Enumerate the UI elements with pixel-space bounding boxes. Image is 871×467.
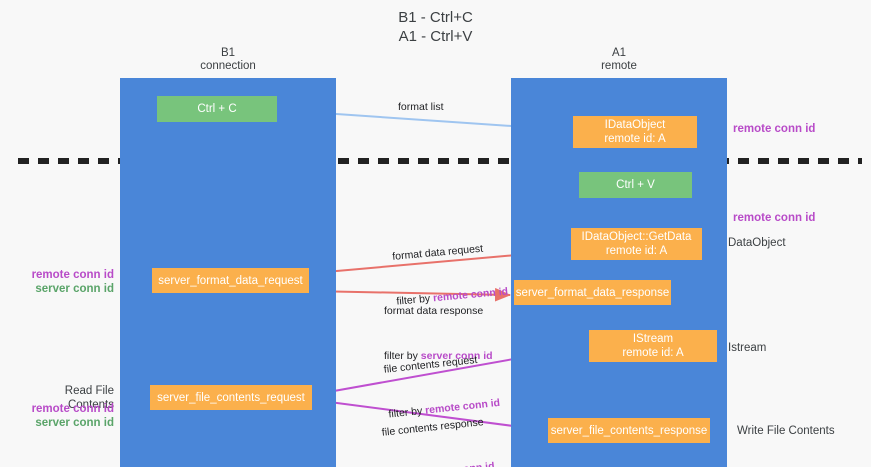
node-server-file-contents-response-label: server_file_contents_response xyxy=(550,424,708,437)
node-ctrl-v-label: Ctrl + V xyxy=(616,179,655,191)
node-idataobject-line1: IDataObject xyxy=(604,119,666,131)
arrow-file-contents-response xyxy=(313,399,545,435)
flow-label-file-contents-request-title: file contents request xyxy=(383,354,478,376)
column-header-right: A1 remote xyxy=(601,47,637,72)
annotation-remote-conn-id-mid: remote conn id xyxy=(733,212,816,224)
column-header-left: B1 connection xyxy=(200,47,256,72)
flow-label-format-list: format list xyxy=(398,101,444,113)
node-istream-line2: remote id: A xyxy=(622,347,684,359)
annotation-left-conn-ids-bottom: remote conn id server conn id xyxy=(18,402,114,430)
node-ctrl-c[interactable]: Ctrl + C xyxy=(157,96,277,122)
flow-label-format-data-request-title: format data request xyxy=(391,242,484,263)
node-ctrl-v[interactable]: Ctrl + V xyxy=(579,172,692,198)
node-idataobject-line2: remote id: A xyxy=(604,133,666,145)
node-server-file-contents-request-label: server_file_contents_request xyxy=(157,391,305,404)
flow-label-format-data-response-title: format data response xyxy=(384,305,484,317)
node-idataobject-getdata[interactable]: IDataObject::GetData remote id: A xyxy=(571,228,702,260)
node-istream-line1: IStream xyxy=(632,333,674,345)
node-istream[interactable]: IStream remote id: A xyxy=(589,330,717,362)
filter-key-server-conn-id: server conn id xyxy=(423,460,496,467)
flow-label-file-contents-response-title: file contents response xyxy=(381,416,485,439)
annotation-istream: Istream xyxy=(728,342,767,354)
annotation-write-file-contents: Write File Contents xyxy=(737,425,835,437)
node-server-format-data-request[interactable]: server_format_data_request xyxy=(152,268,309,293)
node-server-format-data-response[interactable]: server_format_data_response xyxy=(514,280,671,305)
annotation-remote-conn-id-top: remote conn id xyxy=(733,123,816,135)
annotation-left-server-conn-id-2: server conn id xyxy=(35,417,114,429)
flow-label-format-data-response: format data response filter by server co… xyxy=(384,274,493,394)
flow-label-file-contents-response-filter: filter by server conn id xyxy=(386,459,496,467)
annotation-left-remote-conn-id-2: remote conn id xyxy=(31,403,114,415)
annotation-left-conn-ids-top: remote conn id server conn id xyxy=(18,268,114,296)
node-server-file-contents-response[interactable]: server_file_contents_response xyxy=(548,418,710,443)
node-getdata-line1: IDataObject::GetData xyxy=(581,231,692,243)
annotation-left-remote-conn-id: remote conn id xyxy=(31,269,114,281)
page-title: B1 - Ctrl+C A1 - Ctrl+V xyxy=(398,9,473,45)
annotation-dataobject: DataObject xyxy=(728,237,786,249)
node-ctrl-c-label: Ctrl + C xyxy=(197,103,237,115)
flow-label-format-data-response-filter: filter by server conn id xyxy=(384,349,493,364)
flow-label-file-contents-response: file contents response filter by server … xyxy=(378,385,498,467)
node-server-file-contents-request[interactable]: server_file_contents_request xyxy=(150,385,312,410)
node-getdata-line2: remote id: A xyxy=(605,245,668,257)
filter-key-server-conn-id: server conn id xyxy=(420,350,493,362)
node-server-format-data-request-label: server_format_data_request xyxy=(158,274,303,287)
node-server-format-data-response-label: server_format_data_response xyxy=(515,286,670,299)
annotation-left-server-conn-id: server conn id xyxy=(35,283,114,295)
node-idataobject[interactable]: IDataObject remote id: A xyxy=(573,116,697,148)
annotation-read-file-contents: Read File Contents xyxy=(64,385,114,411)
filter-prefix: filter by xyxy=(384,350,421,362)
